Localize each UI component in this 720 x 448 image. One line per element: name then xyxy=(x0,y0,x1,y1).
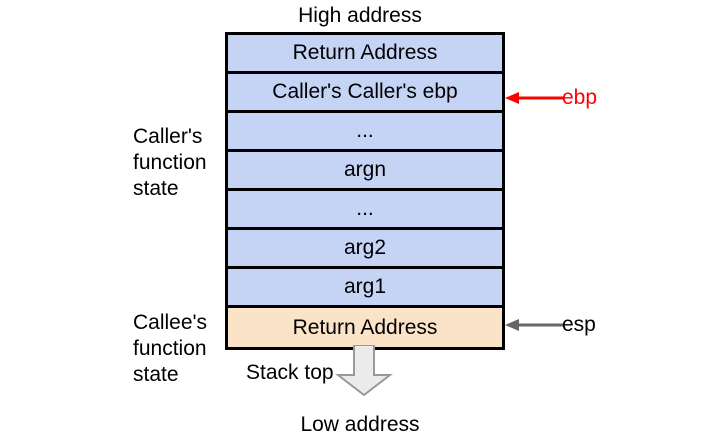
stack-slot-arg1: arg1 xyxy=(228,269,502,308)
caller-function-state-label: Caller's function state xyxy=(133,125,207,200)
ebp-pointer-arrow-icon xyxy=(505,92,563,104)
stack-top-label: Stack top xyxy=(246,361,334,384)
stack-slot-return-address-callee: Return Address xyxy=(228,308,502,347)
low-address-label: Low address xyxy=(300,413,420,436)
stack-slot-argn: argn xyxy=(228,152,502,191)
esp-pointer-arrow-icon xyxy=(505,319,563,331)
high-address-label: High address xyxy=(298,4,422,27)
stack-slot-ellipsis-upper: ... xyxy=(228,113,502,152)
callee-function-state-label: Callee's function state xyxy=(133,311,208,386)
ebp-label: ebp xyxy=(562,86,598,109)
stack-growth-down-arrow-icon xyxy=(335,345,393,397)
stack-slot-ellipsis-lower: ... xyxy=(228,191,502,230)
esp-label: esp xyxy=(562,313,596,336)
stack-slot-arg2: arg2 xyxy=(228,230,502,269)
stack-box: Return Address Caller's Caller's ebp ...… xyxy=(225,32,505,350)
stack-slot-return-address-caller: Return Address xyxy=(228,35,502,74)
stack-slot-callers-callers-ebp: Caller's Caller's ebp xyxy=(228,74,502,113)
